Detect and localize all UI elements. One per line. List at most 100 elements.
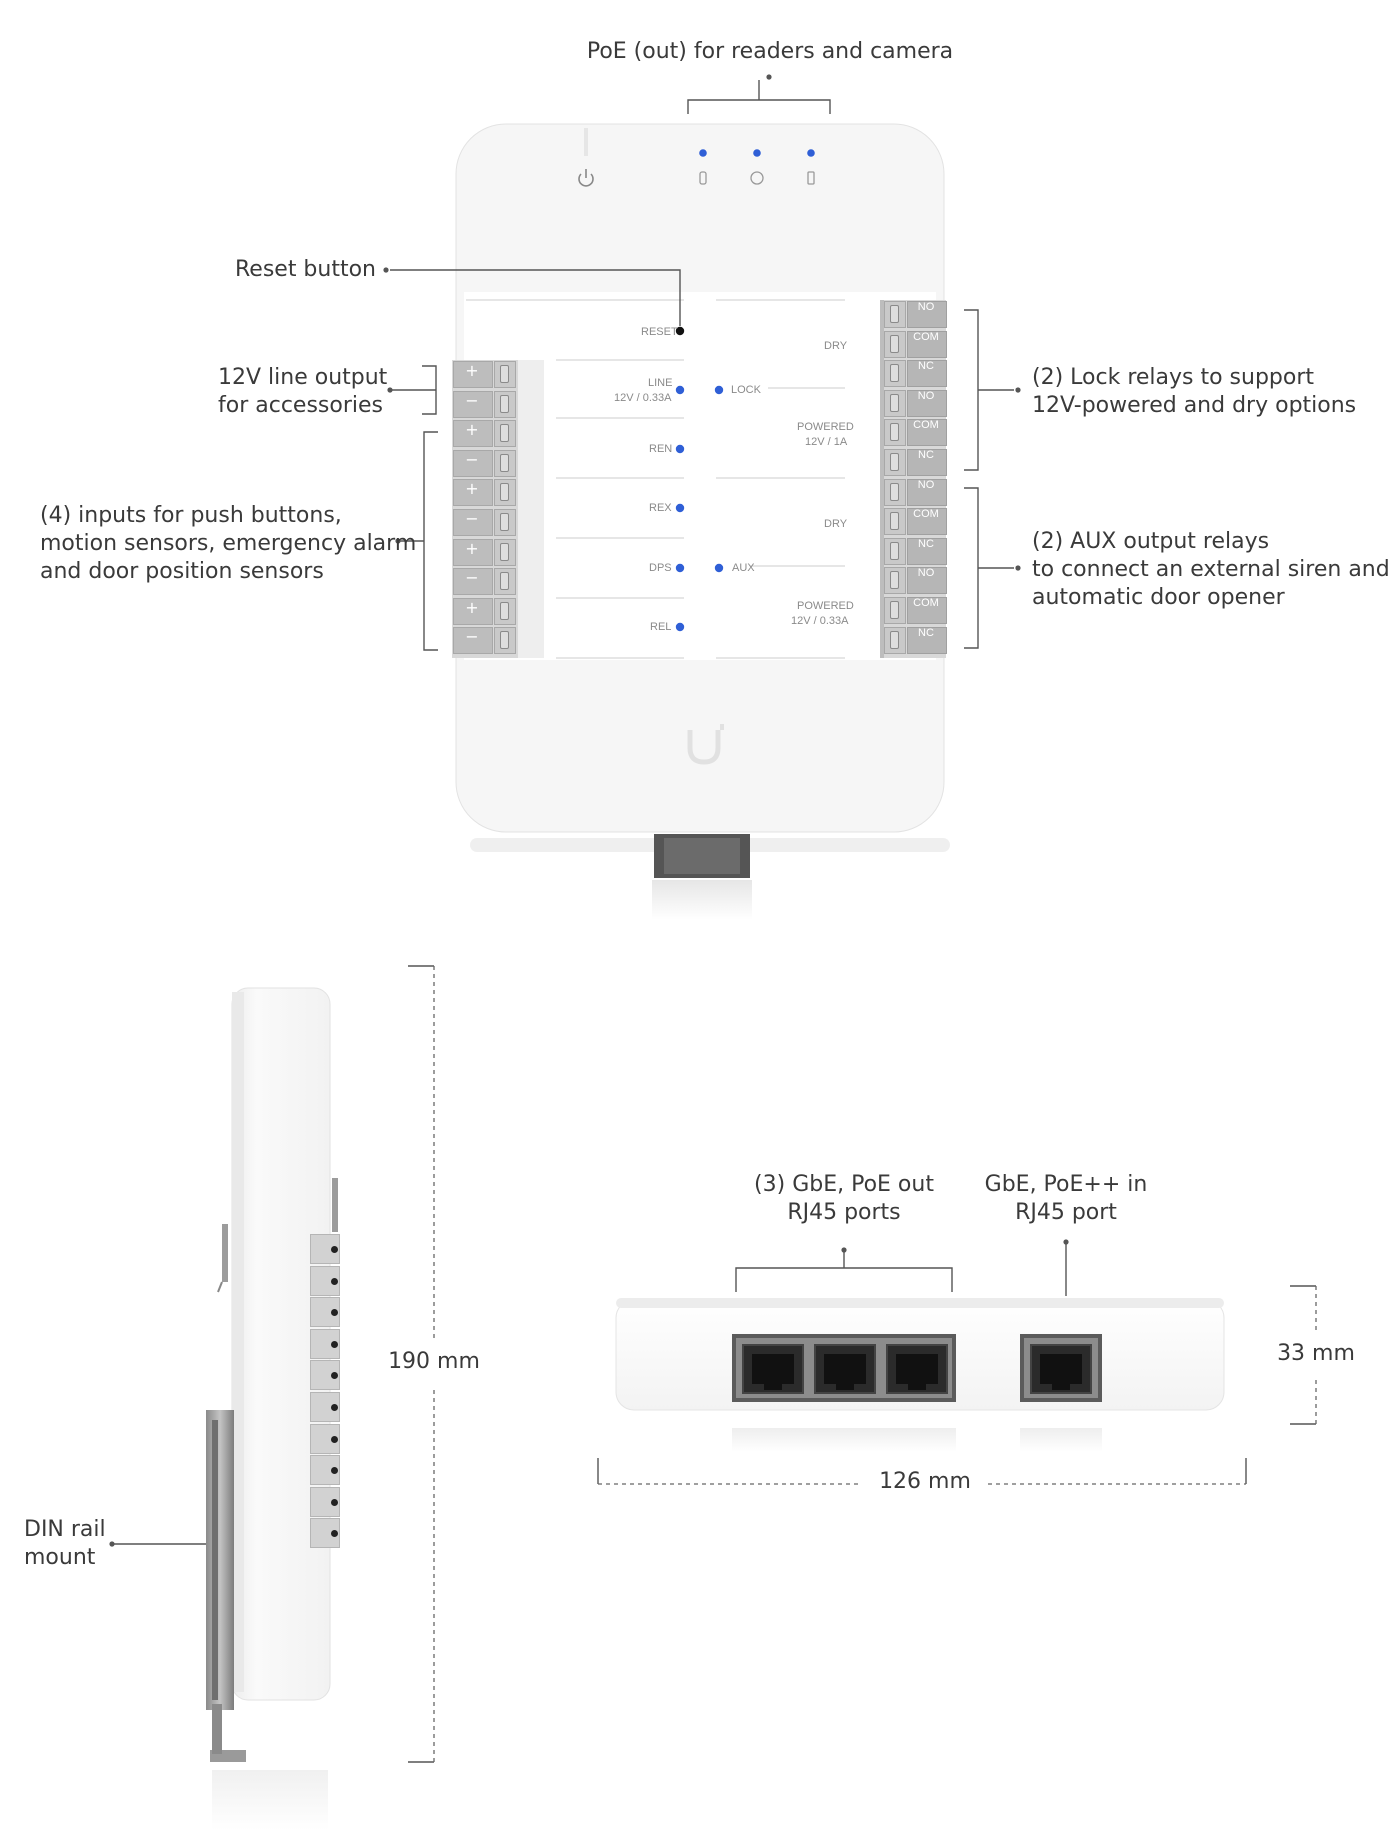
left-terminal: + xyxy=(452,360,518,388)
terminal-polarity: + xyxy=(465,597,479,617)
label-line: LINE xyxy=(648,377,673,389)
side-terminal xyxy=(310,1455,340,1486)
relay-terminal-label: NO xyxy=(917,301,935,313)
relay-terminal: NO xyxy=(880,478,947,506)
callout-aux-relays-2: to connect an external siren and xyxy=(1032,557,1390,582)
relay-terminal: COM xyxy=(880,418,947,447)
terminal-polarity: − xyxy=(465,509,479,528)
relay-terminal-label: COM xyxy=(913,508,939,521)
callout-gbe-out-2: RJ45 ports xyxy=(787,1200,901,1225)
relay-terminal-label: NC xyxy=(918,360,934,373)
callout-gbe-in-1: GbE, PoE++ in xyxy=(984,1172,1148,1197)
callout-gbe-in-2: RJ45 port xyxy=(1015,1200,1117,1225)
relay-terminal: NO xyxy=(880,300,947,328)
terminal-polarity: + xyxy=(465,538,479,558)
door-icon xyxy=(750,171,764,185)
relay-terminal-label: COM xyxy=(913,419,939,432)
callout-aux-relays-1: (2) AUX output relays xyxy=(1032,529,1270,554)
rj45-poe-in-port xyxy=(1030,1344,1092,1394)
front-view-device xyxy=(452,123,950,920)
terminal-polarity: − xyxy=(465,627,479,647)
terminal-polarity: − xyxy=(465,449,479,469)
relay-terminal: NC xyxy=(880,359,947,388)
relay-terminal: NO xyxy=(880,389,947,417)
label-dry-aux: DRY xyxy=(824,518,848,530)
input-leds xyxy=(675,385,724,632)
relay-terminal-label: NO xyxy=(917,478,935,491)
left-terminal: − xyxy=(452,567,518,596)
left-terminal: + xyxy=(452,478,518,507)
label-lock-rating: 12V / 1A xyxy=(805,436,848,448)
left-terminal: − xyxy=(452,449,518,477)
callout-lock-relays-2: 12V-powered and dry options xyxy=(1032,393,1357,418)
relay-terminal-label: NO xyxy=(917,567,935,580)
side-terminal xyxy=(310,1234,340,1264)
relay-terminal-label: NO xyxy=(917,389,935,402)
left-terminal: + xyxy=(452,538,518,566)
camera-icon xyxy=(807,171,815,185)
led-door xyxy=(753,149,761,157)
power-icon xyxy=(578,169,594,187)
led-camera xyxy=(807,149,815,157)
callout-din-mount-1: DIN rail xyxy=(24,1517,106,1542)
relay-terminal: COM xyxy=(880,596,947,624)
left-terminal: − xyxy=(452,390,518,418)
label-reset: RESET xyxy=(641,326,678,338)
label-aux: AUX xyxy=(732,562,755,574)
din-clip-reflection xyxy=(652,880,752,920)
relay-terminal-label: COM xyxy=(913,330,939,343)
label-rex: REX xyxy=(649,502,672,514)
callout-inputs-1: (4) inputs for push buttons, xyxy=(40,503,342,528)
dimension-lines xyxy=(408,965,1317,1763)
callout-poe-out: PoE (out) for readers and camera xyxy=(586,39,954,64)
callout-inputs-2: motion sensors, emergency alarm xyxy=(40,531,417,556)
relay-terminal-label: NC xyxy=(918,537,934,550)
left-terminal: − xyxy=(452,508,518,536)
side-view-device xyxy=(206,987,338,1830)
relay-terminal-label: COM xyxy=(913,597,939,609)
label-lock: LOCK xyxy=(731,384,761,396)
side-terminal xyxy=(310,1423,340,1454)
callout-inputs-3: and door position sensors xyxy=(40,559,324,584)
side-terminal xyxy=(310,1392,340,1422)
callout-line-output-1: 12V line output xyxy=(218,365,388,390)
panel-divider-lines xyxy=(466,299,845,659)
side-terminal xyxy=(310,1486,340,1517)
relay-terminal: NC xyxy=(880,626,947,654)
callout-aux-relays-3: automatic door opener xyxy=(1032,585,1285,610)
dimension-height: 190 mm xyxy=(388,1349,480,1374)
side-terminal xyxy=(310,1328,340,1359)
reset-button[interactable] xyxy=(675,326,685,336)
relay-terminal: COM xyxy=(880,330,947,358)
label-ren: REN xyxy=(649,443,673,455)
terminal-polarity: + xyxy=(465,361,479,380)
callout-gbe-out-1: (3) GbE, PoE out xyxy=(754,1172,934,1197)
label-rel: REL xyxy=(650,621,672,633)
din-hook xyxy=(222,1224,228,1282)
callout-reset: Reset button xyxy=(234,257,376,282)
label-aux-rating: 12V / 0.33A xyxy=(791,615,849,627)
rj45-poe-out-port xyxy=(886,1344,948,1394)
label-line-rating: 12V / 0.33A xyxy=(614,392,672,404)
left-terminal: + xyxy=(452,597,518,625)
label-powered-aux: POWERED xyxy=(797,600,854,612)
ubiquiti-u-logo xyxy=(687,724,724,765)
left-terminal: + xyxy=(452,419,518,448)
callout-line-output-2: for accessories xyxy=(218,393,383,418)
callout-lock-relays-1: (2) Lock relays to support xyxy=(1032,365,1315,390)
relay-terminal: NC xyxy=(880,537,947,565)
relay-terminal: NC xyxy=(880,448,947,476)
din-rail-bracket xyxy=(206,1410,234,1710)
side-terminal xyxy=(310,1518,340,1549)
relay-terminal-label: NC xyxy=(918,626,934,639)
callout-din-mount-2: mount xyxy=(24,1545,96,1570)
terminal-polarity: + xyxy=(465,420,479,440)
dimension-width: 126 mm xyxy=(879,1469,971,1494)
relay-terminal: NO xyxy=(880,566,947,595)
label-dps: DPS xyxy=(649,562,672,574)
rj45-poe-out-port xyxy=(814,1344,876,1394)
reader-icon xyxy=(699,171,707,185)
rj45-poe-out-port xyxy=(742,1344,804,1394)
side-terminal xyxy=(310,1297,340,1328)
